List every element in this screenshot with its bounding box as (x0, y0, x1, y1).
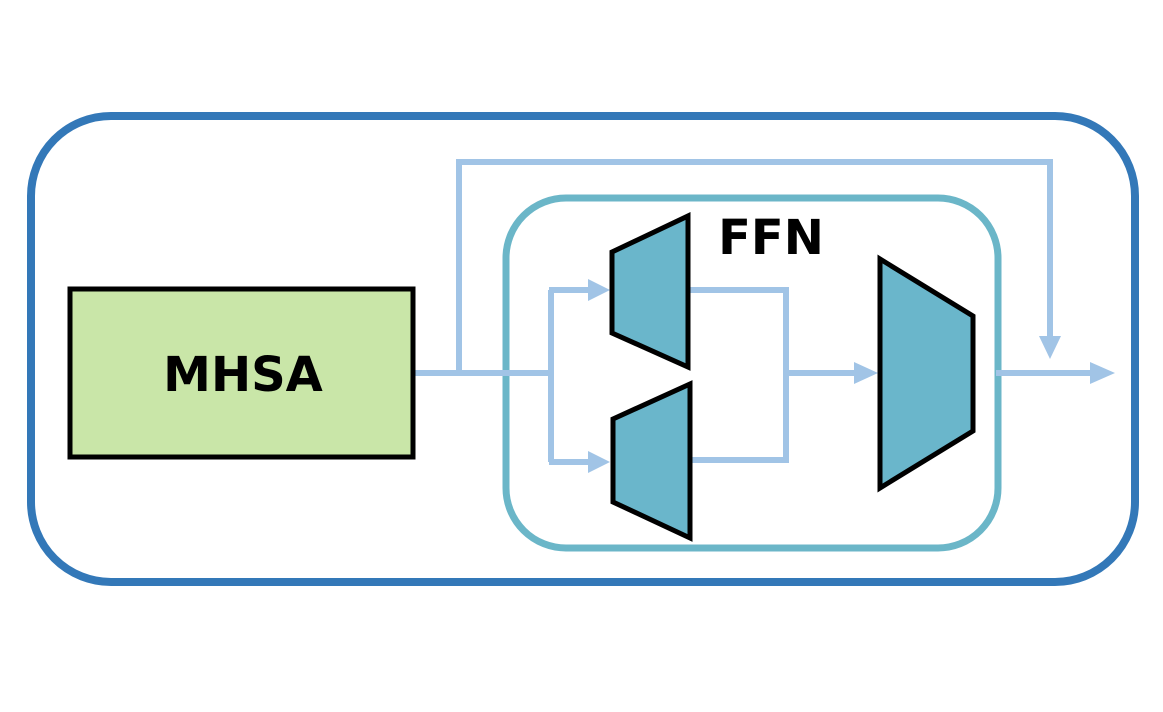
skip-connection-line (456, 159, 1053, 373)
arrowhead-down-proj (854, 362, 878, 384)
lower-projection-trapezoid (610, 380, 693, 542)
ffn-label: FFN (718, 210, 824, 266)
arrowhead-skip (1039, 336, 1061, 359)
arrowhead-upper-branch (588, 279, 610, 301)
upper-projection-trapezoid (609, 212, 691, 371)
arrowhead-lower-branch (588, 451, 610, 473)
down-projection-trapezoid (877, 254, 976, 493)
connections (413, 159, 1094, 465)
mhsa-label: MHSA (163, 347, 323, 403)
upper-merge-line (688, 287, 789, 373)
outer-container (27, 112, 1139, 586)
lower-merge-line (690, 373, 789, 463)
arrowheads (588, 279, 1115, 473)
mhsa-block (67, 286, 416, 460)
arrowhead-output (1090, 362, 1115, 384)
